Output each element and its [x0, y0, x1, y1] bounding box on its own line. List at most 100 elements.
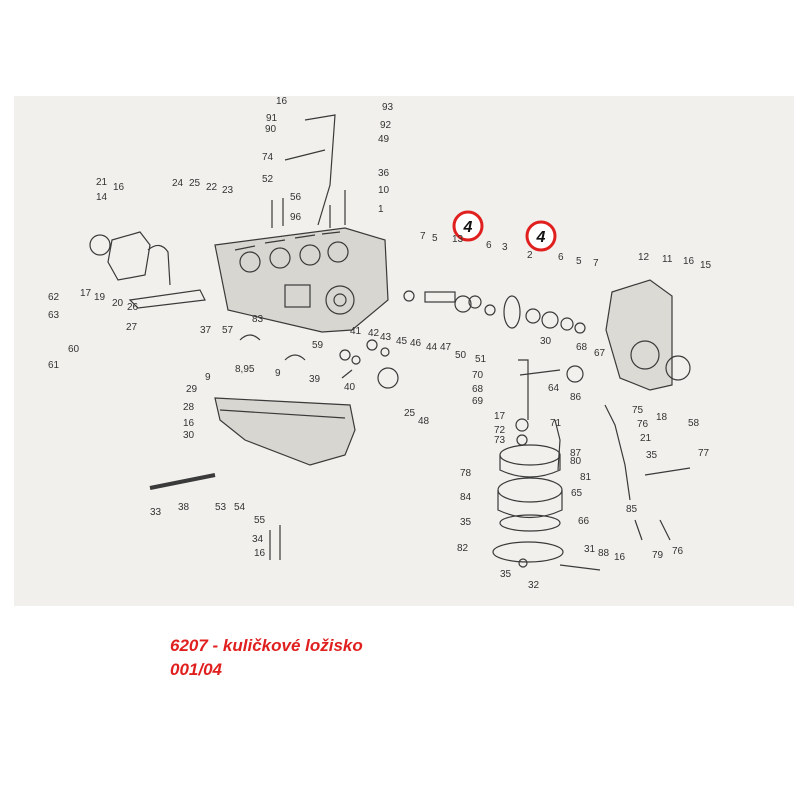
engine-block — [214, 227, 389, 333]
highlight-label: 4 — [463, 219, 473, 236]
callout-label: 74 — [262, 152, 274, 163]
callout-label: 14 — [96, 192, 108, 203]
callout-label: 16 — [183, 418, 195, 429]
caption-part-name: 6207 - kuličkové ložisko — [170, 636, 363, 655]
callout-label: 25 — [189, 178, 201, 189]
callout-label: 22 — [206, 182, 218, 193]
filter-element — [497, 477, 563, 503]
callout-label: 20 — [112, 298, 124, 309]
highlight-label: 4 — [536, 229, 546, 246]
callout-label: 77 — [698, 448, 710, 459]
callout-label: 88 — [598, 548, 610, 559]
oil-pan — [214, 397, 356, 466]
callout-label: 9 — [275, 368, 281, 379]
callout-label: 7 — [420, 231, 426, 242]
callout-label: 10 — [378, 185, 390, 196]
callout-label: 92 — [380, 120, 392, 131]
callout-label: 13 — [452, 234, 464, 245]
callout-label: 81 — [580, 472, 592, 483]
callout-label: 86 — [570, 392, 582, 403]
rear-cover — [107, 231, 151, 281]
callout-label: 27 — [126, 322, 138, 333]
callout-label: 46 — [410, 338, 422, 349]
callout-label: 96 — [290, 212, 302, 223]
callout-label: 87 — [570, 448, 582, 459]
callout-label: 60 — [68, 344, 80, 355]
callout-label: 37 — [200, 325, 212, 336]
callout-label: 78 — [460, 468, 472, 479]
callout-label: 21 — [96, 177, 108, 188]
callout-label: 45 — [396, 336, 408, 347]
parts-drawing — [89, 114, 691, 571]
timing-gear — [503, 295, 521, 329]
callout-label: 16 — [683, 256, 695, 267]
callout-label: 67 — [594, 348, 606, 359]
callout-label: 5 — [576, 256, 582, 267]
callout-label: 40 — [344, 382, 356, 393]
callout-label: 36 — [378, 168, 390, 179]
callout-label: 49 — [378, 134, 390, 145]
callout-label: 12 — [638, 252, 650, 263]
callout-label: 65 — [571, 488, 583, 499]
callout-label: 63 — [48, 310, 60, 321]
callout-label: 51 — [475, 354, 487, 365]
dipstick — [304, 114, 336, 226]
callout-label: 16 — [254, 548, 266, 559]
highlight-markers: 44 — [452, 210, 557, 252]
callout-label: 16 — [614, 552, 626, 563]
callout-label: 28 — [183, 402, 195, 413]
callout-label: 38 — [178, 502, 190, 513]
callout-label: 50 — [455, 350, 467, 361]
callout-label: 29 — [186, 384, 198, 395]
callout-label: 70 — [472, 370, 484, 381]
callout-label: 59 — [312, 340, 324, 351]
callout-label: 58 — [688, 418, 700, 429]
callout-label: 19 — [94, 292, 106, 303]
callout-label: 76 — [637, 419, 649, 430]
callout-label: 79 — [652, 550, 664, 561]
callout-label: 6 — [558, 252, 564, 263]
callout-label: 41 — [350, 326, 362, 337]
callout-label: 31 — [584, 544, 596, 555]
filter-disc — [499, 444, 561, 466]
callout-label: 9 — [205, 372, 211, 383]
callout-label: 73 — [494, 435, 506, 446]
callout-label: 7 — [593, 258, 599, 269]
callout-label: 26 — [127, 302, 139, 313]
highlight-circle — [452, 210, 484, 242]
callout-label: 33 — [150, 507, 162, 518]
callout-label: 34 — [252, 534, 264, 545]
callout-label: 18 — [656, 412, 668, 423]
callout-label: 62 — [48, 292, 60, 303]
callout-label: 47 — [440, 342, 452, 353]
callout-label: 84 — [460, 492, 472, 503]
callout-label: 42 — [368, 328, 380, 339]
callout-label: 56 — [290, 192, 302, 203]
callout-label: 72 — [494, 425, 506, 436]
callout-label: 8,95 — [235, 364, 255, 375]
callout-label: 44 — [426, 342, 438, 353]
timing-cover — [605, 279, 673, 391]
callout-label: 83 — [252, 314, 264, 325]
callout-label: 76 — [672, 546, 684, 557]
callout-label: 11 — [662, 254, 673, 265]
callout-label: 43 — [380, 332, 392, 343]
callout-label: 91 — [266, 113, 278, 124]
callout-label: 17 — [494, 411, 506, 422]
callout-label: 16 — [113, 182, 125, 193]
callout-label: 68 — [472, 384, 484, 395]
caption-part-code: 001/04 — [170, 660, 222, 679]
callout-label: 61 — [48, 360, 60, 371]
callout-label: 68 — [576, 342, 588, 353]
callout-label: 35 — [460, 517, 472, 528]
callout-label: 80 — [570, 456, 582, 467]
callout-label: 90 — [265, 124, 277, 135]
callout-label: 16 — [276, 96, 288, 107]
callout-label: 30 — [540, 336, 552, 347]
callout-label: 93 — [382, 102, 394, 113]
callout-label: 54 — [234, 502, 246, 513]
callout-label: 1 — [378, 204, 384, 215]
callout-label: 39 — [309, 374, 321, 385]
